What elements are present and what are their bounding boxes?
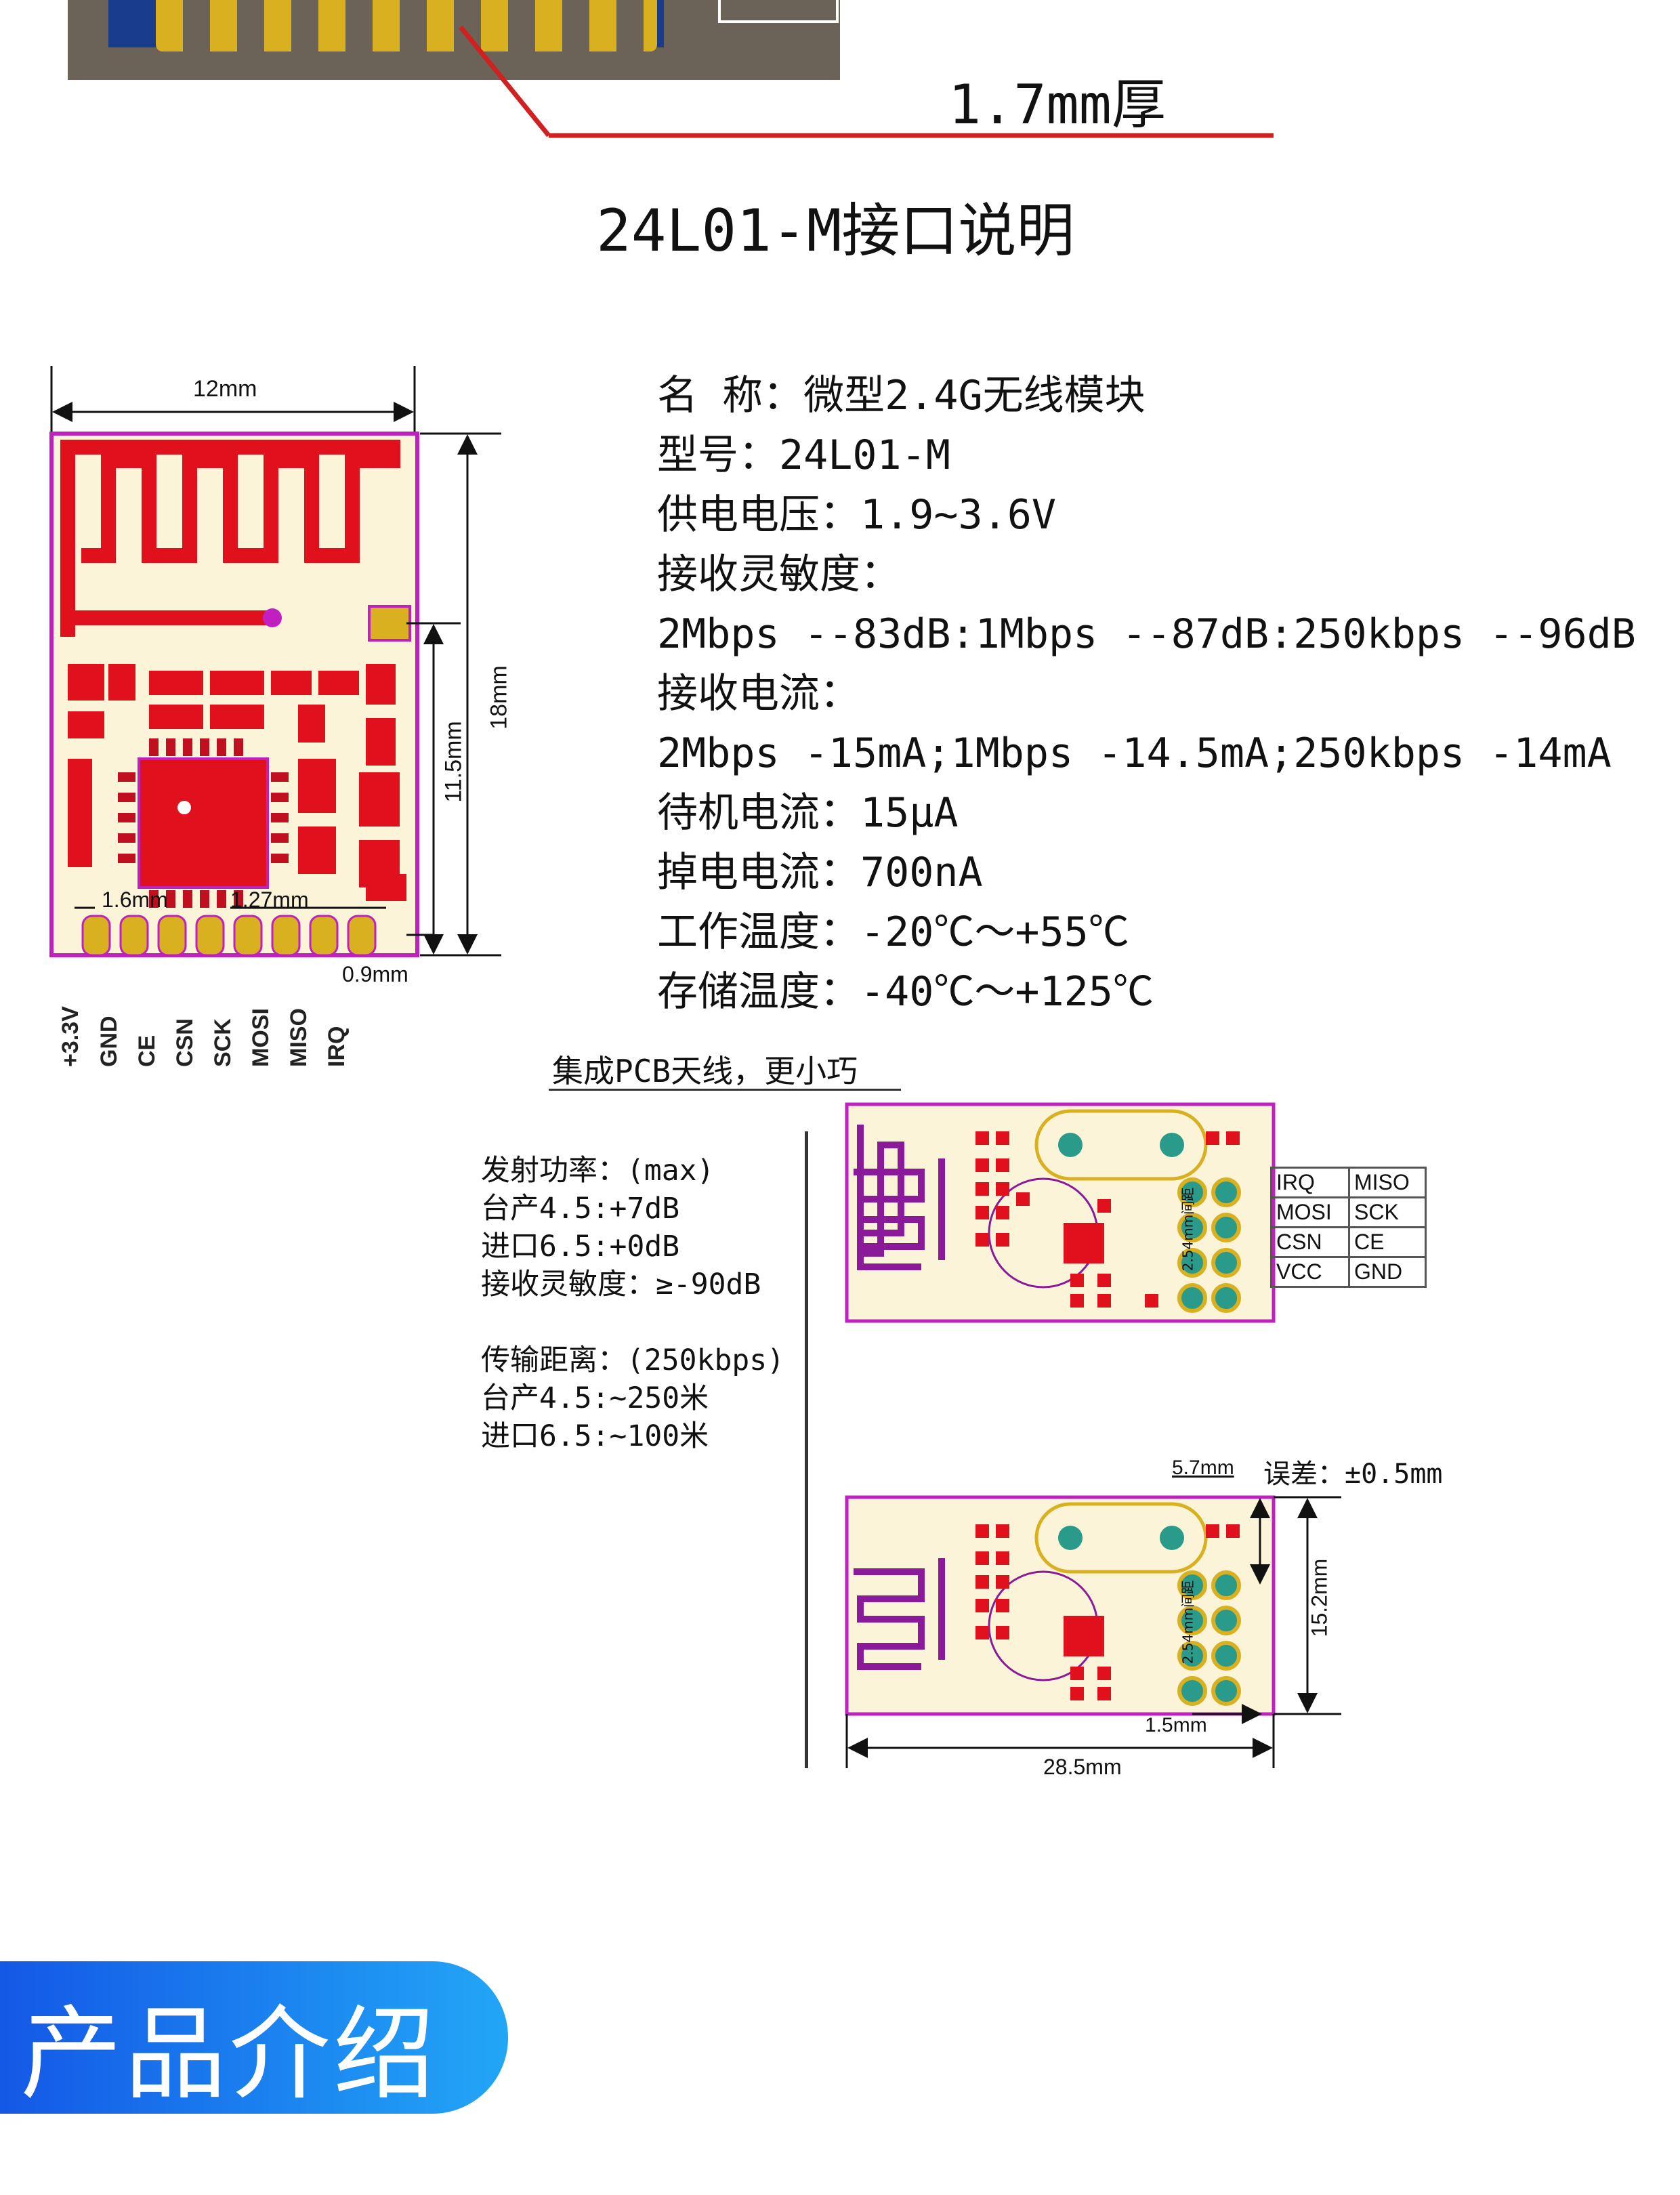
spec-rx-current-values: 2Mbps -15mA;1Mbps -14.5mA;250kbps -14mA [657, 730, 1612, 777]
distance-title: 传输距离：(250kbps) [481, 1343, 784, 1377]
dim-pitch-label: 1.27mm [230, 887, 309, 912]
thickness-label: 1.7mm厚 [948, 73, 1166, 136]
distance-import: 进口6.5:~100米 [481, 1419, 709, 1453]
spec-sensitivity-values: 2Mbps --83dB:1Mbps --87dB:250kbps --96dB [657, 610, 1636, 658]
module-photo-label-box [718, 0, 839, 23]
spec-standby-current: 待机电流：15μA [657, 789, 959, 837]
dim-inner-height-label: 11.5mm [440, 721, 467, 803]
dim-5-7-label: 5.7mm [1172, 1457, 1234, 1479]
power-sensitivity: 接收灵敏度：≥-90dB [481, 1268, 761, 1301]
product-intro-banner: 产品介绍 [0, 1961, 508, 2114]
pin-label-sck: SCK [210, 1018, 236, 1067]
spec-storage-temp: 存储温度：-40℃～+125℃ [657, 968, 1154, 1016]
pin-label-irq: IRQ [324, 1026, 350, 1067]
spec-rx-current-label: 接收电流： [657, 670, 860, 717]
pin-label-csn: CSN [172, 1018, 198, 1067]
dim-pad-offset-label: 1.6mm [102, 887, 168, 912]
pin-cell: CE [1350, 1228, 1425, 1258]
pin-label-3v3: +3.3V [58, 1006, 83, 1067]
banner-title: 产品介绍 [20, 1996, 438, 2114]
spec-name: 名 称：微型2.4G无线模块 [657, 372, 1146, 419]
distance-taiwan: 台产4.5:~250米 [481, 1381, 709, 1415]
module-b-drawing [845, 1495, 1341, 1768]
dim-width-label: 12mm [193, 376, 257, 402]
section-title: 24L01-M接口说明 [596, 197, 1075, 265]
pin-cell: SCK [1350, 1198, 1425, 1228]
pin-table-row: IRQ MISO [1272, 1169, 1425, 1198]
dim-1-5-label: 1.5mm [1145, 1714, 1207, 1736]
dim-28-5-label: 28.5mm [1043, 1755, 1122, 1779]
module-a-pitch-note: 2.54mm间距 [1179, 1187, 1196, 1272]
vertical-divider [805, 1131, 808, 1768]
pin-table-row: VCC GND [1272, 1258, 1425, 1286]
power-block: 发射功率：(max) 台产4.5:+7dB 进口6.5:+0dB 接收灵敏度：≥… [481, 1152, 761, 1303]
pin-table: IRQ MISO MOSI SCK CSN CE VCC GND [1270, 1167, 1427, 1288]
comparison-heading: 集成PCB天线，更小巧 [552, 1053, 858, 1089]
pin-cell: IRQ [1272, 1169, 1350, 1198]
power-import: 进口6.5:+0dB [481, 1230, 680, 1263]
pin-table-row: MOSI SCK [1272, 1198, 1425, 1228]
module-photo-strip [68, 0, 840, 80]
pin-cell: MISO [1350, 1169, 1425, 1198]
pin-cell: CSN [1272, 1228, 1350, 1258]
pin-label-miso: MISO [286, 1008, 312, 1067]
dim-height-label: 18mm [486, 665, 512, 730]
pin-cell: GND [1354, 1259, 1403, 1284]
comparison-heading-underline [549, 1089, 901, 1091]
pin-table-row: CSN CE [1272, 1228, 1425, 1258]
pin-cell: MOSI [1272, 1198, 1350, 1228]
dim-15-2-label: 15.2mm [1307, 1558, 1332, 1637]
power-taiwan: 台产4.5:+7dB [481, 1192, 680, 1226]
pin-label-gnd: GND [96, 1016, 122, 1067]
spec-sensitivity-label: 接收灵敏度： [657, 551, 901, 598]
tolerance-label: 误差：±0.5mm [1263, 1459, 1443, 1490]
thickness-pointer [459, 25, 1274, 138]
spec-operating-temp: 工作温度：-20℃～+55℃ [657, 908, 1129, 956]
spec-model: 型号：24L01-M [657, 432, 950, 479]
power-title: 发射功率：(max) [481, 1154, 715, 1188]
module-photo-pins [156, 0, 657, 51]
dim-bottom-gap-label: 0.9mm [342, 962, 408, 986]
spec-powerdown-current: 掉电电流：700nA [657, 849, 983, 896]
pin-cell: VCC [1272, 1258, 1350, 1286]
module-dimension-drawing [49, 366, 501, 957]
pin-label-ce: CE [134, 1034, 160, 1067]
pin-label-mosi: MOSI [248, 1008, 274, 1067]
module-b-pitch-note: 2.54mm间距 [1179, 1580, 1196, 1665]
module-a-drawing [845, 1102, 1276, 1323]
distance-block: 传输距离：(250kbps) 台产4.5:~250米 进口6.5:~100米 [481, 1341, 784, 1455]
spec-voltage: 供电电压：1.9~3.6V [657, 491, 1056, 539]
spec-list: 名 称：微型2.4G无线模块 型号：24L01-M 供电电压：1.9~3.6V … [657, 366, 1636, 1022]
